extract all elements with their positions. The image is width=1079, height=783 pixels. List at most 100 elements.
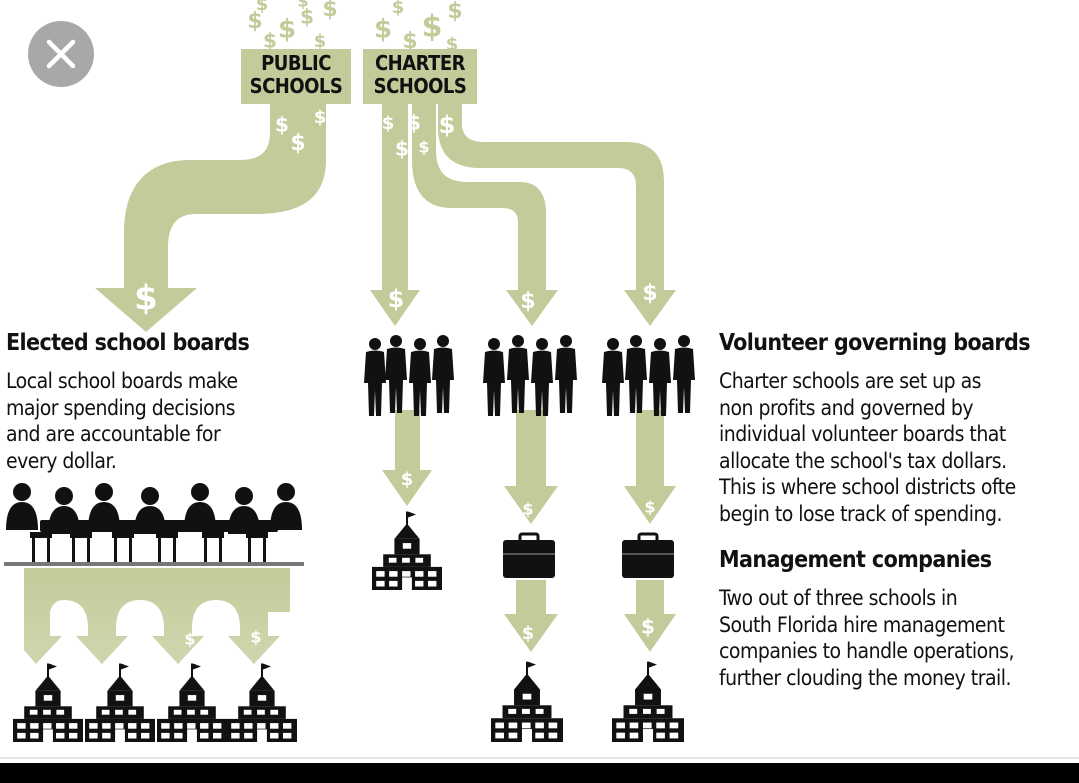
person-silhouette [364,338,386,416]
meeting-chair [156,532,178,562]
dollar-sign: $ [290,131,305,156]
dollar-sign: $ [247,9,262,34]
dollar-sign: $ [374,15,392,45]
charter-label-line-2: SCHOOLS [373,74,467,98]
elected-line-4: every dollar. [6,448,117,473]
charter-schools-label: CHARTER SCHOOLS [363,49,477,104]
person-silhouette [385,335,407,413]
volunteer-line-2: non profits and governed by [719,395,974,420]
dollar-signs: $$$$$$$$$$$$$$$$$$$$$$$$$$$$$$$$$$$ [50,0,657,661]
dollar-sign: $ [50,642,61,661]
close-icon [46,39,76,69]
charter-label-line-1: CHARTER [374,51,466,75]
dollar-sign: $ [263,29,277,53]
dollar-sign: $ [401,469,414,490]
bottom-bar [0,763,1079,783]
elected-boards-heading: Elected school boards [6,330,250,356]
flow-charter-board-3 [438,103,676,326]
dollar-sign: $ [520,289,535,314]
dollar-sign: $ [439,111,456,139]
volunteer-line-4: allocate the school's tax dollars. [719,448,1007,473]
school-icons [13,511,684,742]
dollar-sign: $ [297,0,308,11]
volunteer-board-icon-3 [602,335,695,416]
dollar-sign: $ [314,31,327,52]
dollar-sign: $ [395,137,409,161]
person-silhouette [531,338,553,416]
dollar-sign: $ [275,113,289,137]
elected-boards-description: Local school boards make major spending … [6,368,238,474]
elected-line-3: and are accountable for [6,422,221,446]
management-companies-heading: Management companies [719,547,992,573]
dollar-sign: $ [392,0,405,18]
person-silhouette [602,338,624,416]
dollar-sign: $ [388,285,405,313]
public-schools-label: PUBLIC SCHOOLS [241,49,351,104]
person-silhouette [483,338,505,416]
person-silhouette [673,335,695,413]
volunteer-boards-heading: Volunteer governing boards [719,330,1031,356]
elected-line-1: Local school boards make [6,369,238,393]
meeting-chair [30,532,52,562]
management-briefcase [503,532,555,578]
meeting-person [6,483,38,530]
meeting-chair [202,532,224,562]
board-silhouettes [364,335,695,416]
flow-charter-board-2 [412,103,558,326]
school-icon [227,663,297,742]
management-line-3: companies to handle operations, [719,639,1015,663]
flow-mgmt2-to-school [504,580,558,652]
dollar-sign: $ [407,111,421,135]
person-silhouette [625,335,647,413]
volunteer-line-5: This is where school districts ofte [719,475,1016,499]
dollar-sign: $ [314,107,327,128]
flow-public-to-elected [95,103,326,332]
school-icon [491,661,563,742]
person-silhouette [409,338,431,416]
management-line-4: further clouding the money trail. [719,665,1012,690]
management-companies-description: Two out of three schools in South Florid… [719,585,1015,691]
person-silhouette [555,335,577,413]
elected-line-2: major spending decisions [6,395,235,420]
person-silhouette [507,335,529,413]
dollar-sign: $ [641,615,655,639]
elected-board-meeting-icon [4,483,304,566]
volunteer-line-6: begin to lose track of spending. [719,501,1003,526]
dollar-sign: $ [402,29,417,54]
briefcase-icon [503,532,674,578]
dollar-sign: $ [522,623,535,644]
dollar-sign: $ [278,15,296,45]
dollar-sign: $ [418,138,429,157]
school-icon [612,661,684,742]
public-label-line-1: PUBLIC [261,51,331,75]
flow-mgmt3-to-school [624,580,676,652]
dollar-sign: $ [250,628,261,647]
volunteer-board-icon-2 [483,335,577,416]
dollar-sign: $ [118,616,129,635]
school-icon [85,663,155,742]
school-icon [372,511,442,590]
flow-board3-to-mgmt [624,410,676,524]
dollar-sign: $ [256,0,269,15]
dollar-sign: $ [522,500,533,519]
flow-elected-to-schools [24,568,290,664]
volunteer-boards-description: Charter schools are set up as non profit… [719,368,1079,527]
close-button[interactable] [28,21,94,87]
meeting-chair [246,532,268,562]
person-silhouette [432,335,454,413]
public-label-line-2: SCHOOLS [249,74,343,98]
flow-charter-board-1 [370,103,420,326]
dollar-sign: $ [447,0,462,24]
dollar-sign: $ [134,279,158,319]
management-line-1: Two out of three schools in [719,586,958,610]
footer-divider [0,757,1079,759]
flow-board2-to-mgmt [504,410,558,524]
meeting-chair [70,532,92,562]
school-icon [157,663,227,742]
dollar-sign: $ [300,5,314,29]
volunteer-line-3: individual volunteer boards that [719,422,1006,446]
volunteer-board-icon-1 [364,335,454,416]
flow-paths [24,103,676,664]
dollar-sign: $ [322,0,337,22]
